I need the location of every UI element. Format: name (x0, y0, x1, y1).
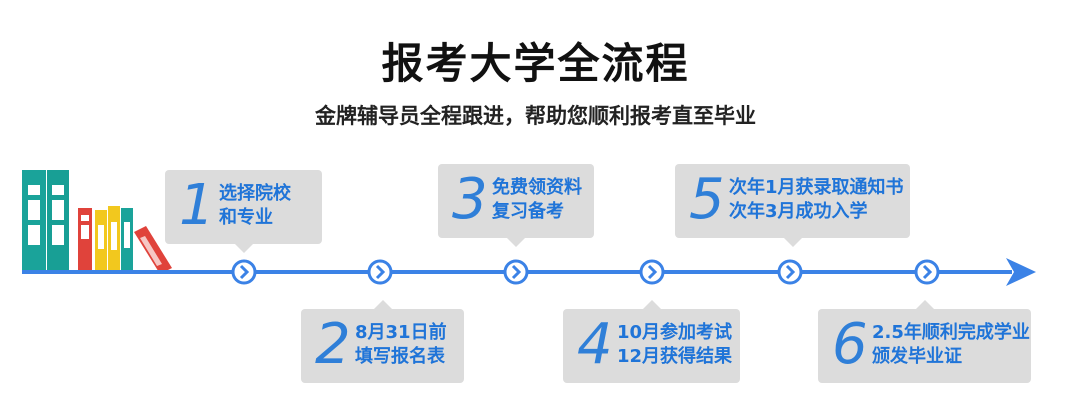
step-text: 8月31日前 填写报名表 (355, 321, 447, 369)
step-text: 10月参加考试 12月获得结果 (617, 321, 732, 369)
step-card-6: 6 2.5年顺利完成学业 颁发毕业证 (818, 300, 1031, 383)
chevron-right-circle-icon (777, 259, 803, 285)
step-text: 选择院校 和专业 (219, 182, 291, 230)
step-line-1: 8月31日前 (355, 322, 447, 343)
step-number: 3 (452, 167, 488, 232)
step-line-1: 2.5年顺利完成学业 (872, 322, 1030, 343)
step-line-1: 次年1月获录取通知书 (729, 177, 904, 198)
chevron-right-circle-icon (503, 259, 529, 285)
arrow-head-icon (1006, 258, 1036, 286)
step-line-2: 复习备考 (492, 201, 564, 222)
step-number: 1 (179, 173, 215, 238)
step-line-1: 10月参加考试 (617, 322, 733, 343)
chevron-right-circle-icon (639, 259, 665, 285)
step-text: 次年1月获录取通知书 次年3月成功入学 (729, 176, 904, 224)
chevron-right-circle-icon (914, 259, 940, 285)
chevron-right-circle-icon (231, 259, 257, 285)
step-number: 5 (689, 167, 725, 232)
step-card-5: 5 次年1月获录取通知书 次年3月成功入学 (675, 164, 910, 247)
step-card-3: 3 免费领资料 复习备考 (438, 164, 594, 247)
step-text: 2.5年顺利完成学业 颁发毕业证 (872, 321, 1030, 369)
step-line-1: 免费领资料 (492, 177, 582, 198)
step-line-2: 12月获得结果 (617, 346, 733, 367)
chevron-right-circle-icon (367, 259, 393, 285)
step-number: 6 (832, 312, 868, 377)
step-line-2: 填写报名表 (355, 346, 445, 367)
step-line-2: 次年3月成功入学 (729, 201, 868, 222)
step-line-2: 颁发毕业证 (872, 346, 962, 367)
step-number: 4 (577, 312, 613, 377)
step-line-1: 选择院校 (219, 183, 291, 204)
step-text: 免费领资料 复习备考 (492, 176, 582, 224)
step-line-2: 和专业 (219, 207, 273, 228)
step-card-1: 1 选择院校 和专业 (165, 170, 322, 253)
step-card-2: 2 8月31日前 填写报名表 (301, 300, 464, 383)
step-number: 2 (315, 312, 351, 377)
page-subtitle: 金牌辅导员全程跟进，帮助您顺利报考直至毕业 (315, 104, 756, 128)
step-card-4: 4 10月参加考试 12月获得结果 (563, 300, 740, 383)
page-title: 报考大学全流程 (381, 39, 690, 88)
